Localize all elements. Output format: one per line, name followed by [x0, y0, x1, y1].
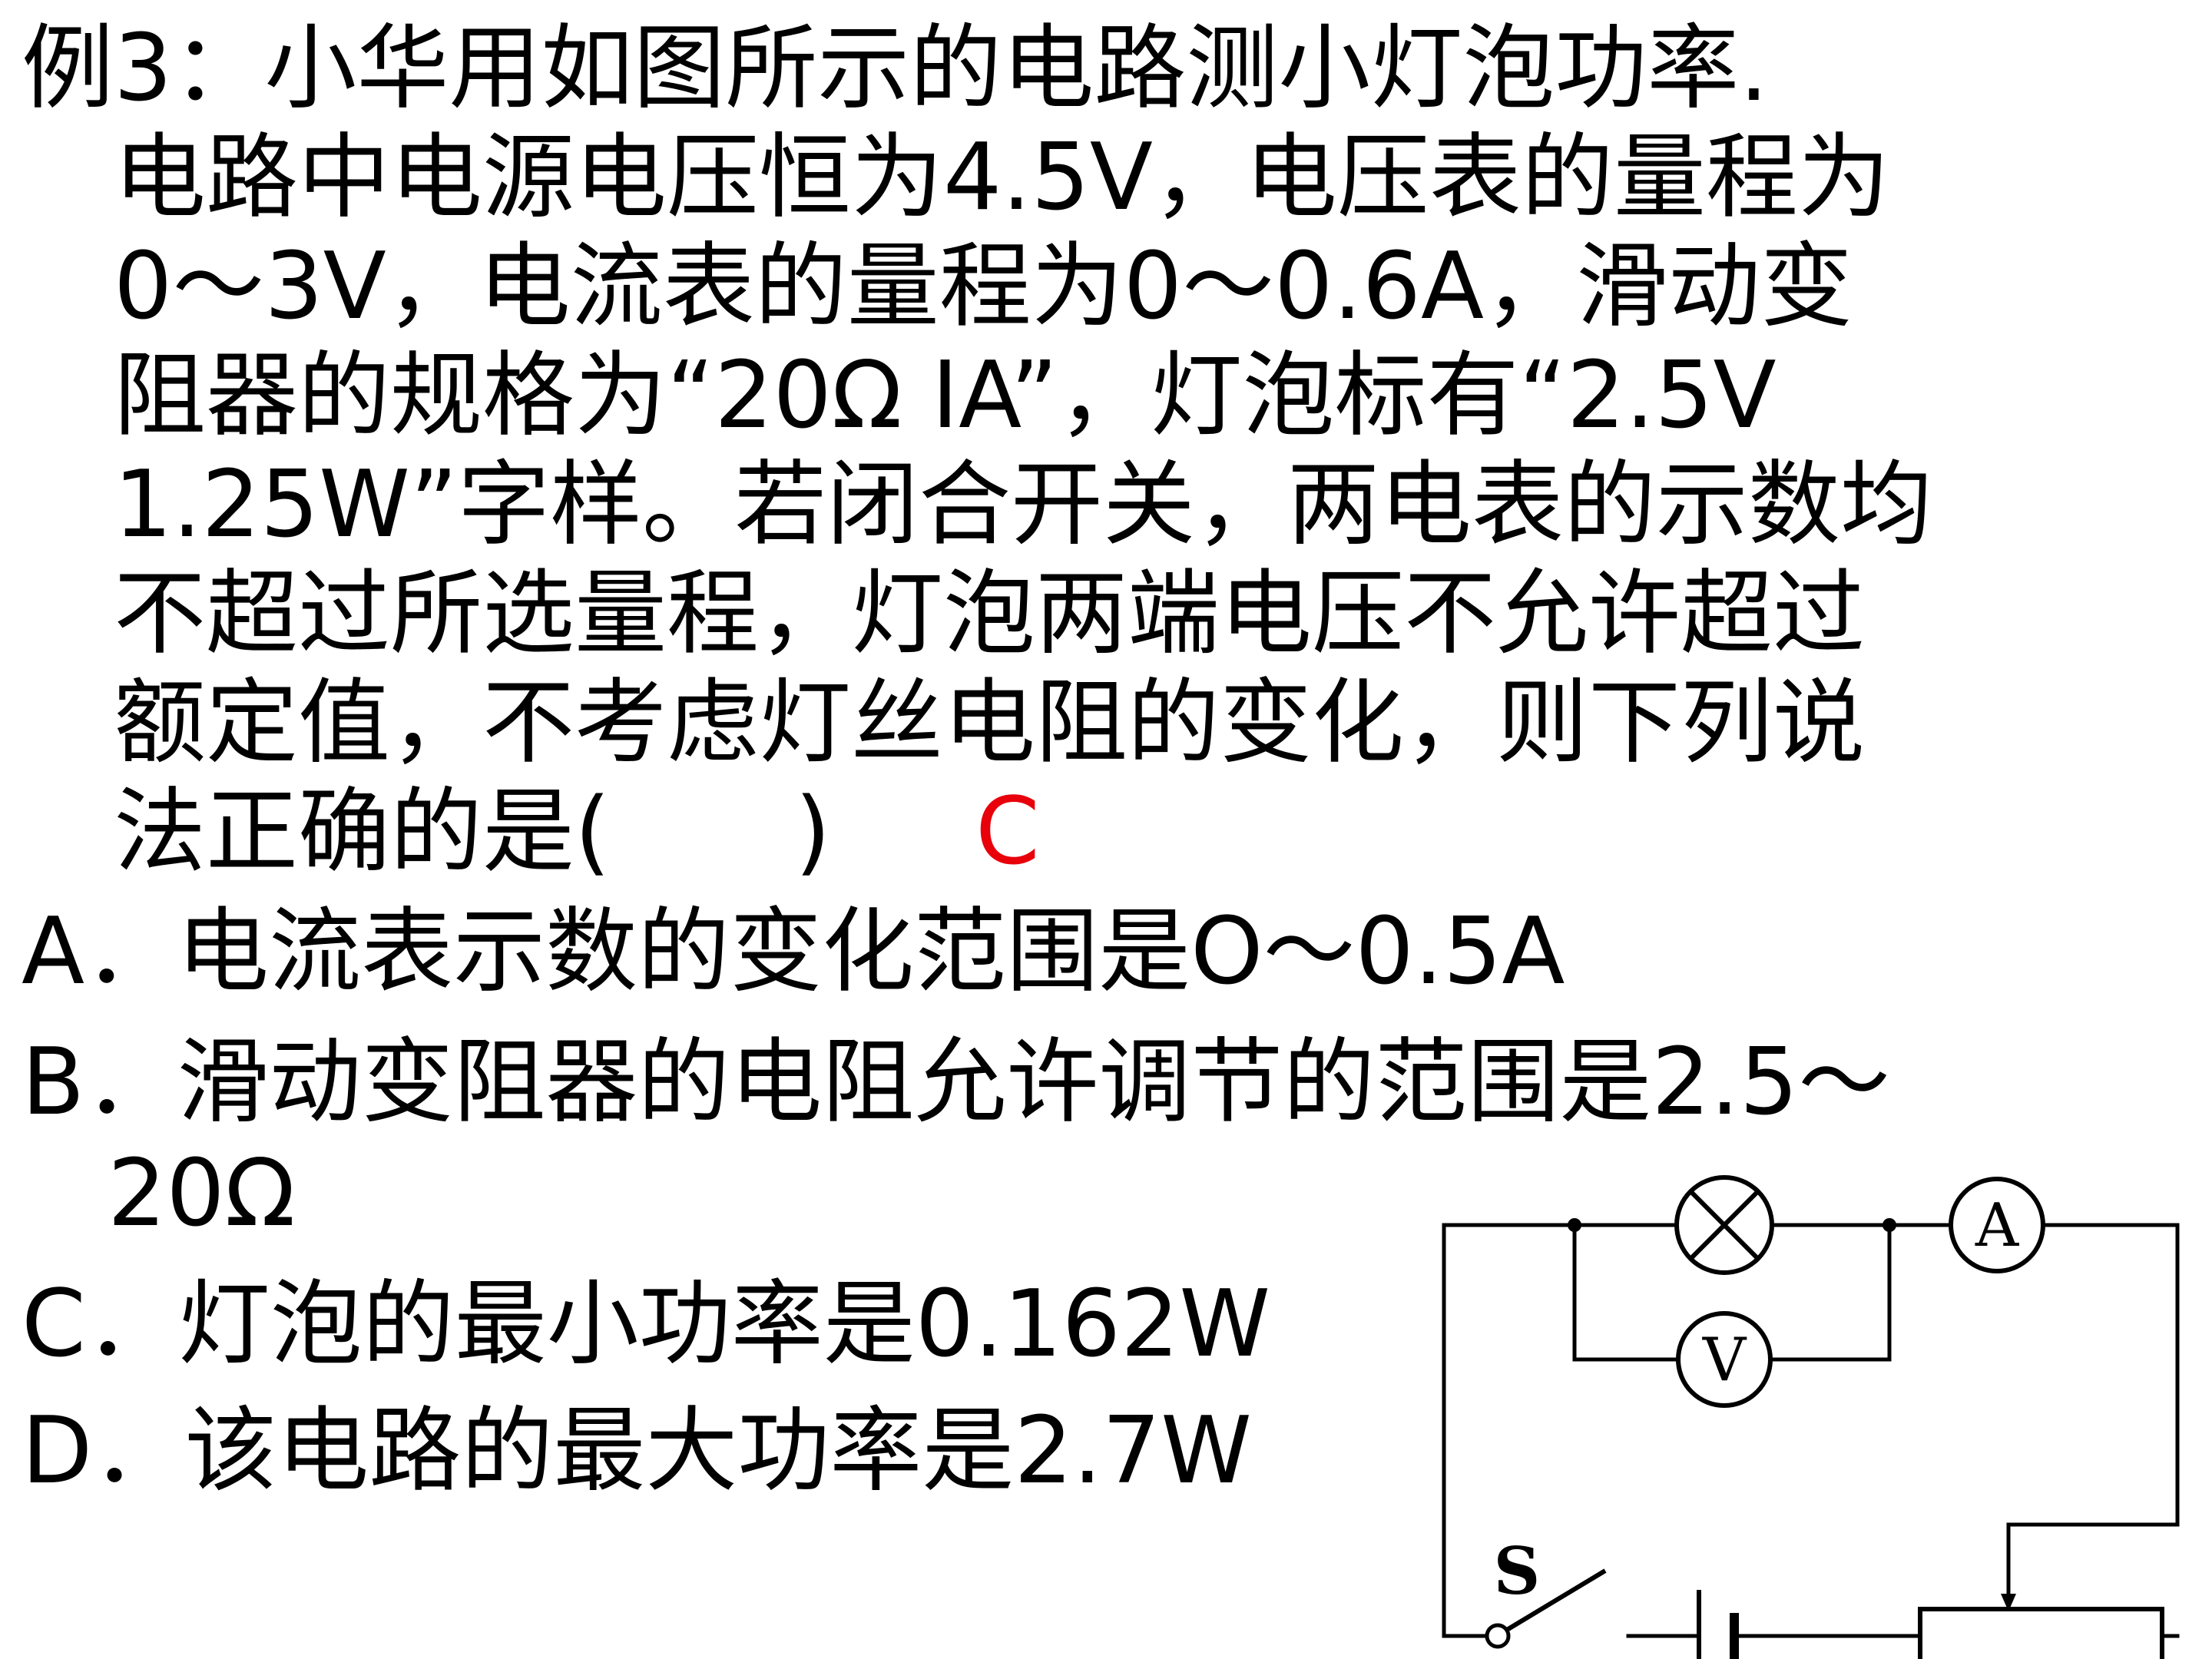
question-line-7: 额定值，不考虑灯丝电阻的变化，则下列说: [114, 670, 1865, 777]
question-line-8: 法正确的是( ): [114, 779, 831, 886]
junction-dot-left: [1568, 1218, 1581, 1232]
answer-mark: C: [975, 779, 1040, 886]
question-line-5: 1.25W”字样。若闭合开关，两电表的示数均: [114, 452, 1933, 558]
junction-dot-right: [1883, 1218, 1896, 1232]
question-line-1: 例3：小华用如图所示的电路测小灯泡功率.: [22, 15, 1769, 122]
lamp-cross-icon: [1674, 1175, 1774, 1275]
option-b: B．滑动变阻器的电阻允许调节的范围是2.5～: [22, 1029, 1891, 1136]
switch-icon: S: [1485, 1533, 1607, 1649]
circuit-diagram: A V S: [1442, 1175, 2180, 1659]
ammeter-label: A: [1975, 1191, 2020, 1260]
battery-icon: [1697, 1590, 1739, 1659]
option-b-continued: 20Ω: [108, 1141, 296, 1247]
voltmeter-icon: V: [1676, 1311, 1773, 1408]
question-line-2: 电路中电源电压恒为4.5V，电压表的量程为: [114, 124, 1890, 231]
switch-label: S: [1494, 1533, 1541, 1609]
option-d: D．该电路的最大功率是2.7W: [22, 1398, 1252, 1505]
question-line-6: 不超过所选量程，灯泡两端电压不允许超过: [114, 561, 1865, 667]
question-line-4: 阻器的规格为“20Ω IA”，灯泡标有“2.5V: [114, 343, 1777, 449]
option-c: C．灯泡的最小功率是0.162W: [22, 1271, 1270, 1378]
voltmeter-label: V: [1702, 1326, 1747, 1395]
question-line-3: 0～3V，电流表的量程为0～0.6A，滑动变: [114, 233, 1853, 340]
rheostat-icon: [1918, 1594, 2164, 1659]
option-a: A．电流表示数的变化范围是O～0.5A: [22, 899, 1565, 1005]
ammeter-icon: A: [1949, 1177, 2045, 1273]
